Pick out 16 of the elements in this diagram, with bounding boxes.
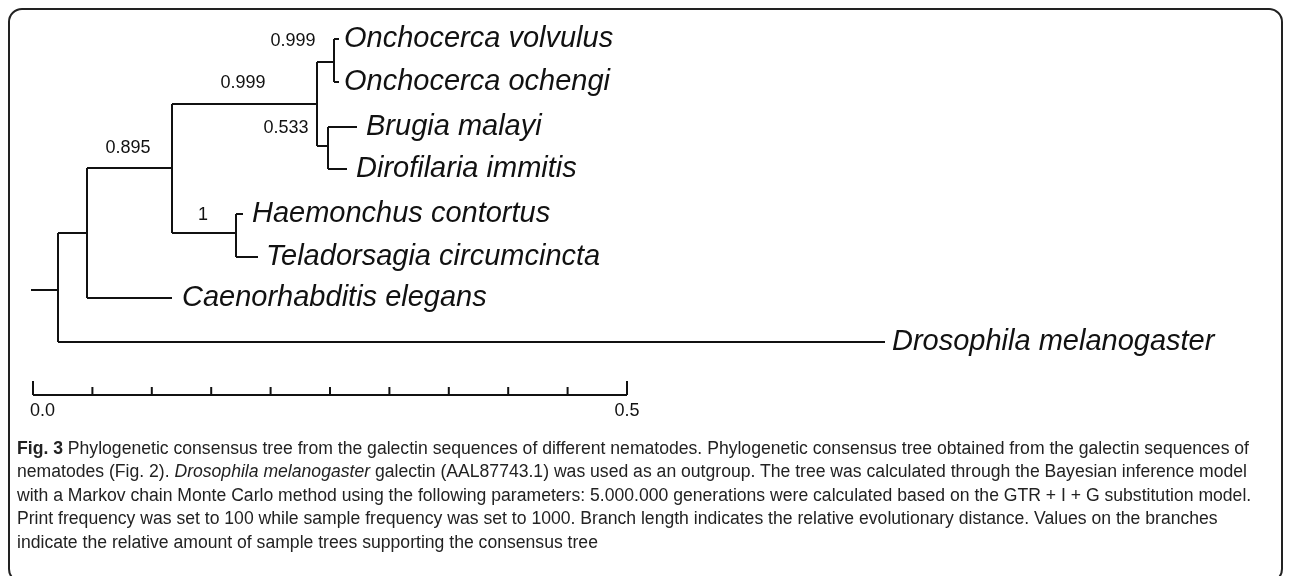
taxon-name: Dirofilaria immitis (356, 153, 577, 183)
taxon-name: Brugia malayi (366, 111, 542, 141)
taxon-name: Caenorhabditis elegans (182, 282, 487, 312)
scale-label: 0.0 (30, 401, 56, 420)
support-value: 1 (198, 205, 208, 224)
taxon-name: Onchocerca volvulus (344, 23, 614, 53)
support-value: 0.999 (270, 31, 316, 50)
taxon-name: Onchocerca ochengi (344, 66, 610, 96)
support-value: 0.895 (105, 138, 151, 157)
support-value: 0.533 (263, 118, 309, 137)
taxon-name: Haemonchus contortus (252, 198, 551, 228)
figure-caption: Fig. 3 Phylogenetic consensus tree from the galectin sequences of different nematodes. Phylogenetic consensus tree obtained from the galectin sequences of nematodes (Fig. 2). Drosophila melanogaster galectin (AAL87743.1) was used as an outgroup. The tree was calculated through the Bayesian inference model with a Markov chain Monte Carlo method using the following parameters: 5.000.000 generations were calculated based on the GTR + I + G substitution model. Print frequency was set to 100 while sample frequency was set to 1000. Branch length indicates the relative evolutionary distance. Values on the branches indicate the relative amount of sample trees supporting the consensus tree (17, 437, 1253, 554)
taxon-name: Drosophila melanogaster (892, 326, 1215, 356)
support-value: 0.999 (220, 73, 266, 92)
taxon-name: Teladorsagia circumcincta (266, 241, 601, 271)
scale-label: 0.5 (614, 401, 640, 420)
